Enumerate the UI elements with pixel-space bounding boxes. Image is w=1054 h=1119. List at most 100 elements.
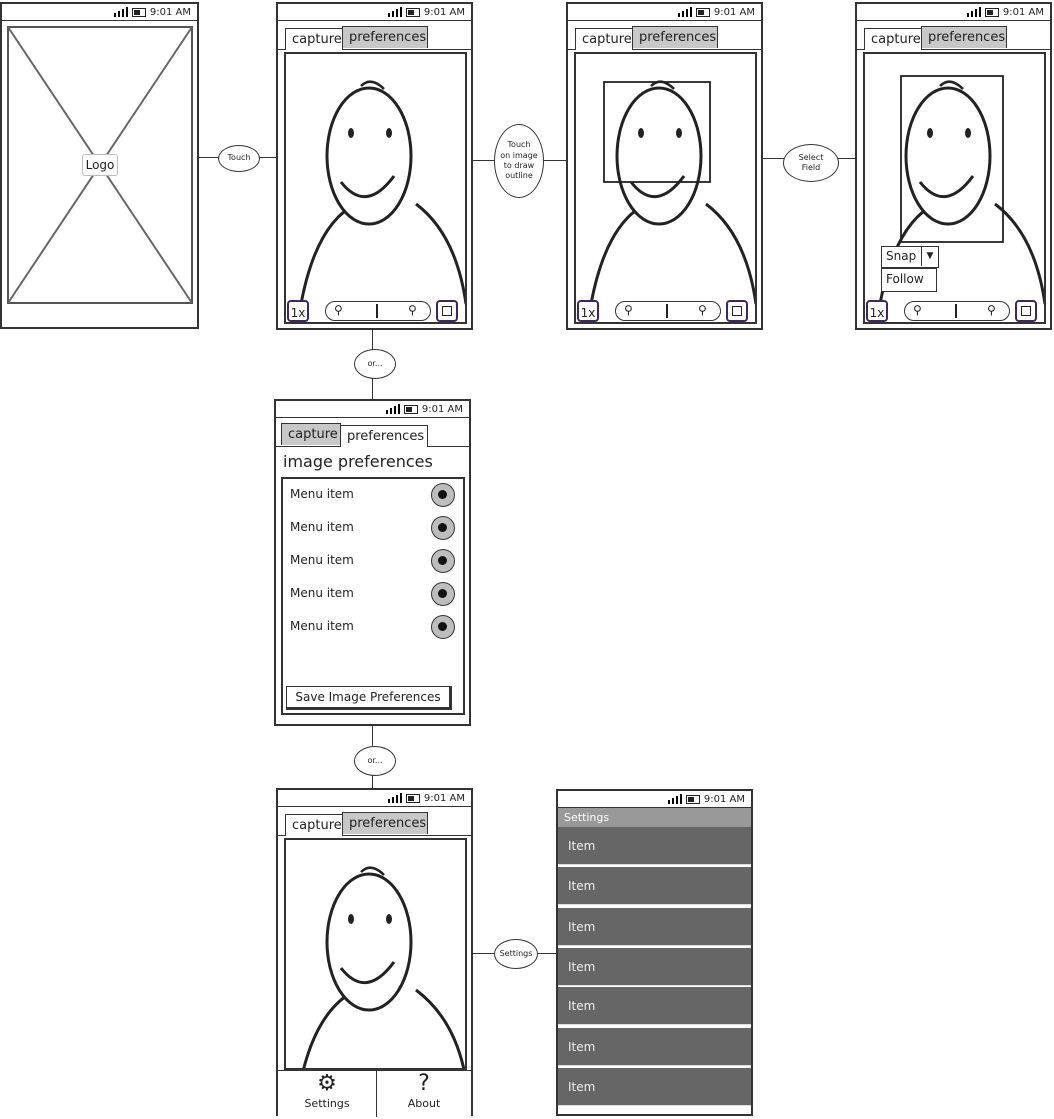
tab-preferences[interactable]: preferences <box>342 26 428 48</box>
battery-icon <box>405 7 420 17</box>
snap-dropdown[interactable]: Snap ▼ <box>881 246 939 268</box>
outline-screen: 9:01 AM preferences capture 1x ⚲ ⚲ <box>566 2 763 330</box>
camera-view <box>863 52 1046 324</box>
zoom-slider-thumb[interactable] <box>666 304 668 318</box>
signal-icon <box>387 793 402 803</box>
status-time: 9:01 AM <box>713 7 755 18</box>
tab-capture[interactable]: capture <box>285 814 343 836</box>
tab-capture[interactable]: capture <box>281 423 341 445</box>
tab-divider <box>568 49 761 50</box>
bubble-text: Field <box>801 163 821 172</box>
signal-icon <box>387 7 402 17</box>
status-bar: 9:01 AM <box>558 791 751 808</box>
bottom-nav: ⚙ Settings ? About <box>278 1070 471 1117</box>
settings-header: Settings <box>558 808 751 828</box>
bubble-text: to draw <box>503 161 535 170</box>
or-bubble: or... <box>354 349 396 379</box>
zoom-out-icon[interactable]: ⚲ <box>913 303 922 317</box>
face-sketch-image <box>589 80 755 305</box>
chevron-down-icon[interactable]: ▼ <box>921 247 938 266</box>
menu-item-label: Menu item <box>290 619 354 633</box>
zoom-slider[interactable]: ⚲ ⚲ <box>904 301 1010 321</box>
fullscreen-button[interactable] <box>1015 300 1037 322</box>
select-field-screen: 9:01 AM preferences capture Snap ▼ Follo… <box>855 2 1052 330</box>
status-time: 9:01 AM <box>149 7 191 18</box>
zoom-out-icon[interactable]: ⚲ <box>624 303 633 317</box>
preferences-list-frame <box>281 477 465 715</box>
camera-view <box>284 838 467 1070</box>
tab-divider <box>278 835 471 836</box>
or-label: or... <box>367 358 383 368</box>
status-bar: 9:01 AM <box>857 4 1050 21</box>
zoom-out-icon[interactable]: ⚲ <box>334 303 343 317</box>
battery-icon <box>695 7 710 17</box>
status-bar: 9:01 AM <box>278 790 471 807</box>
settings-list-item[interactable]: Item <box>558 908 751 946</box>
tab-preferences[interactable]: preferences <box>632 26 718 48</box>
draw-outline-bubble: Touch on image to draw outline <box>494 124 544 198</box>
tab-divider <box>278 49 471 50</box>
capture-screen: 9:01 AM preferences capture 1x ⚲ ⚲ <box>276 2 473 330</box>
radio-button[interactable] <box>431 549 455 573</box>
zoom-slider[interactable]: ⚲ ⚲ <box>615 301 721 321</box>
status-bar: 9:01 AM <box>2 4 197 21</box>
zoom-level-button[interactable]: 1x <box>577 300 599 322</box>
zoom-slider-thumb[interactable] <box>376 304 378 318</box>
touch-bubble: Touch <box>218 145 260 172</box>
zoom-level-button[interactable]: 1x <box>287 300 309 322</box>
bubble-text: on image <box>500 150 538 160</box>
zoom-level-button[interactable]: 1x <box>866 300 888 322</box>
fullscreen-icon <box>442 306 452 316</box>
tab-capture[interactable]: capture <box>575 28 633 50</box>
settings-list-item[interactable]: Item <box>558 948 751 986</box>
bubble-text: Select <box>798 152 824 162</box>
face-sketch-image <box>878 75 1044 305</box>
status-time: 9:01 AM <box>423 793 465 804</box>
status-time: 9:01 AM <box>703 794 745 805</box>
tab-divider <box>857 49 1050 50</box>
tab-capture[interactable]: capture <box>285 28 343 50</box>
status-time: 9:01 AM <box>1002 7 1044 18</box>
status-bar: 9:01 AM <box>568 4 761 21</box>
status-time: 9:01 AM <box>423 7 465 18</box>
face-sketch-image <box>299 80 465 305</box>
radio-button[interactable] <box>431 516 455 540</box>
or-bubble: or... <box>354 746 396 776</box>
battery-icon <box>403 404 418 414</box>
logo-label: Logo <box>82 154 118 176</box>
zoom-slider[interactable]: ⚲ ⚲ <box>325 301 431 321</box>
fullscreen-button[interactable] <box>436 300 458 322</box>
follow-option[interactable]: Follow <box>881 268 937 292</box>
about-nav-button[interactable]: ? About <box>377 1071 471 1117</box>
bubble-text: Touch <box>507 140 531 150</box>
fullscreen-button[interactable] <box>726 300 748 322</box>
zoom-slider-thumb[interactable] <box>955 304 957 318</box>
bubble-text: outline <box>505 171 533 181</box>
battery-icon <box>405 793 420 803</box>
settings-bubble-label: Settings <box>499 948 533 958</box>
radio-button[interactable] <box>431 483 455 507</box>
capture-menu-screen: 9:01 AM preferences capture ⚙ Settings ?… <box>276 788 473 1117</box>
tab-preferences[interactable]: preferences <box>342 812 428 834</box>
zoom-in-icon[interactable]: ⚲ <box>408 303 417 317</box>
settings-list-item[interactable]: Item <box>558 987 751 1025</box>
settings-list-item[interactable]: Item <box>558 1028 751 1066</box>
menu-item-label: Menu item <box>290 520 354 534</box>
settings-list-item[interactable]: Item <box>558 1068 751 1106</box>
zoom-in-icon[interactable]: ⚲ <box>698 303 707 317</box>
save-preferences-button[interactable]: Save Image Preferences <box>286 686 452 710</box>
tab-capture[interactable]: capture <box>864 28 922 50</box>
radio-button[interactable] <box>431 615 455 639</box>
radio-button[interactable] <box>431 582 455 606</box>
settings-nav-button[interactable]: ⚙ Settings <box>278 1071 377 1117</box>
zoom-in-icon[interactable]: ⚲ <box>987 303 996 317</box>
menu-item-label: Menu item <box>290 487 354 501</box>
face-sketch-image <box>302 866 465 1068</box>
tab-preferences[interactable]: preferences <box>340 425 428 447</box>
settings-list-item[interactable]: Item <box>558 827 751 865</box>
or-label: or... <box>367 755 383 765</box>
settings-list-item[interactable]: Item <box>558 867 751 905</box>
status-bar: 9:01 AM <box>278 4 471 21</box>
tab-preferences[interactable]: preferences <box>921 26 1007 48</box>
splash-screen: 9:01 AM Logo <box>0 2 199 329</box>
